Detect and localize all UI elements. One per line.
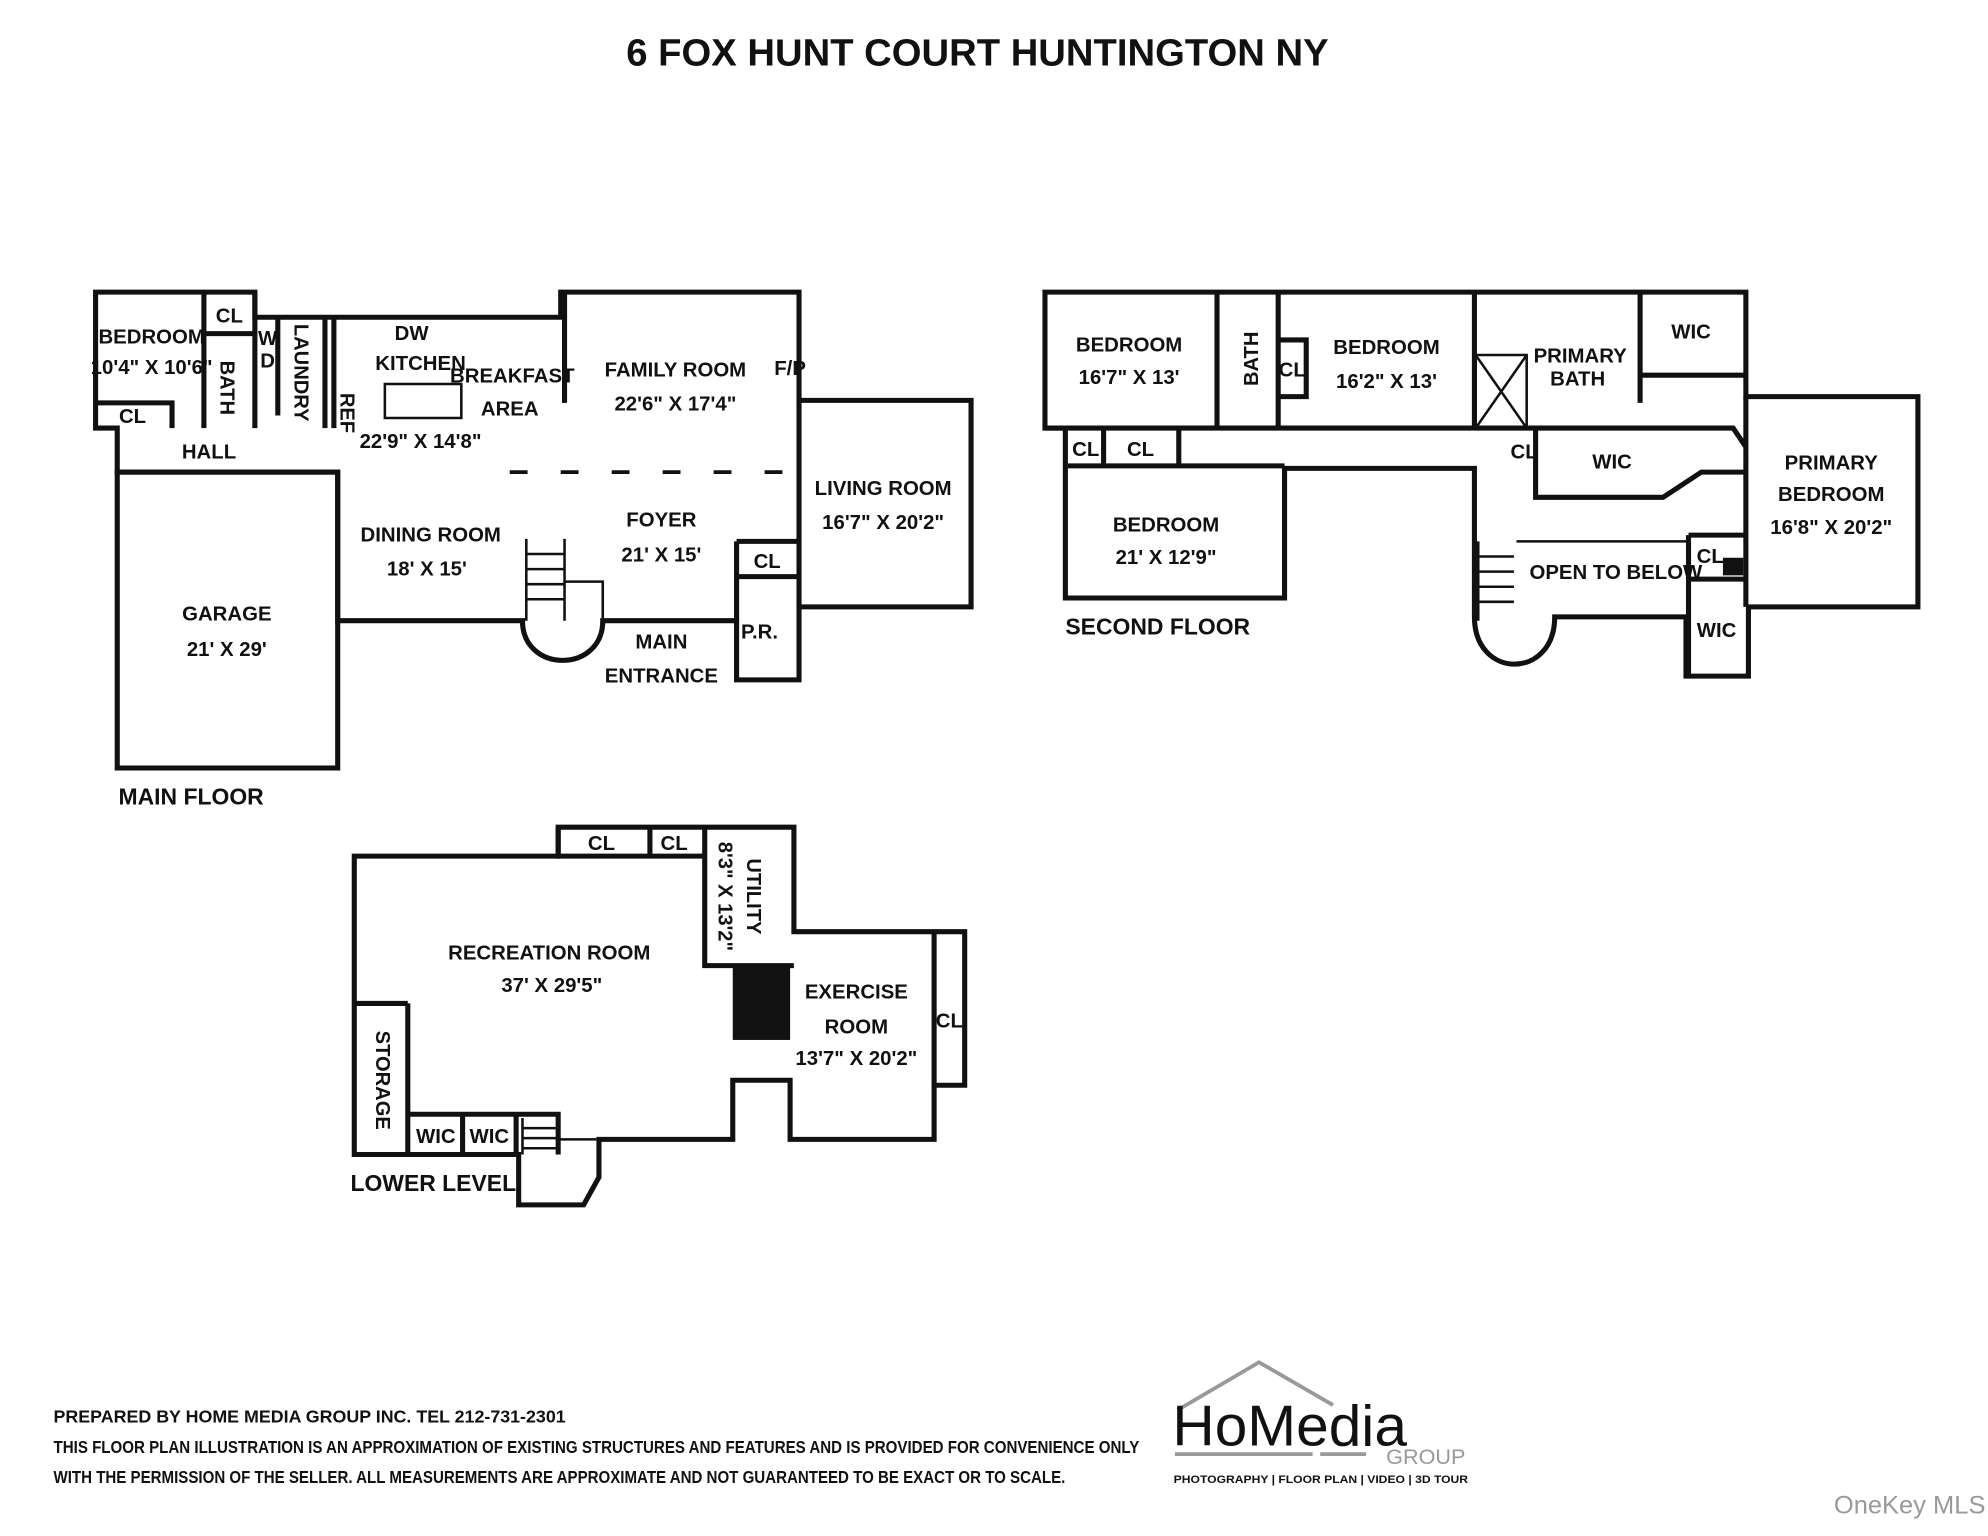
garage-walls — [114, 469, 341, 771]
room-name: BEDROOM — [1333, 337, 1439, 359]
closet-label: CL — [588, 833, 615, 855]
second-floor: BEDROOM 16'7" X 13' BEDROOM 16'2" X 13' … — [1042, 289, 1921, 679]
logo-text: HoMedia — [1172, 1394, 1407, 1459]
closet-label: CL — [754, 551, 781, 573]
closet-label: CL — [1511, 441, 1538, 463]
closet-label: CL — [216, 305, 243, 327]
disclaimer-text: THIS FLOOR PLAN ILLUSTRATION IS AN APPRO… — [54, 1437, 1140, 1457]
room-size: 21' X 12'9" — [1116, 547, 1217, 569]
open-to-below-label: OPEN TO BELOW — [1529, 562, 1703, 584]
logo-subtext: GROUP — [1386, 1445, 1465, 1469]
room-name: KITCHEN — [375, 353, 466, 375]
closet-label: CL — [661, 833, 688, 855]
homedia-logo: HoMedia GROUP PHOTOGRAPHY | FLOOR PLAN |… — [1172, 1360, 1468, 1486]
floor-label: LOWER LEVEL — [350, 1170, 516, 1196]
main-stairs-and-island — [383, 382, 605, 621]
main-floor-outline — [93, 289, 974, 683]
room-size: 16'2" X 13' — [1336, 371, 1437, 393]
disclaimer-text: WITH THE PERMISSION OF THE SELLER. ALL M… — [54, 1467, 1066, 1487]
room-name: EXERCISE — [805, 982, 908, 1004]
room-name: BEDROOM — [1778, 484, 1884, 506]
room-size: 22'9" X 14'8" — [360, 431, 482, 453]
room-size: BATH — [1550, 368, 1605, 390]
closet-label: CL — [1697, 546, 1724, 568]
logo-tagline: PHOTOGRAPHY | FLOOR PLAN | VIDEO | 3D TO… — [1174, 1474, 1468, 1486]
main-interior-walls — [95, 292, 802, 621]
closet-label: WIC — [416, 1126, 456, 1148]
chimney-block — [1722, 557, 1744, 576]
washer-label: W — [258, 328, 278, 350]
room-label: LAUNDRY — [289, 324, 311, 422]
closet-label: WIC — [1592, 451, 1632, 473]
room-name: BEDROOM — [98, 327, 204, 349]
dryer-label: D — [260, 351, 275, 373]
mls-watermark: OneKey MLS — [1834, 1491, 1986, 1519]
room-name: FOYER — [626, 509, 697, 531]
room-size: 10'4" X 10'6" — [91, 357, 213, 379]
closet-label: WIC — [1671, 322, 1711, 344]
room-label: BATH — [1241, 332, 1263, 386]
room-label: BATH — [215, 361, 237, 415]
closet-label: CL — [936, 1010, 963, 1032]
closet-label: CL — [119, 406, 146, 428]
room-label: HALL — [182, 441, 236, 463]
room-size: 37' X 29'5" — [501, 975, 602, 997]
room-name: LIVING ROOM — [815, 478, 952, 500]
room-name: DINING ROOM — [361, 524, 501, 546]
closet-label: WIC — [470, 1126, 510, 1148]
plan-title: 6 FOX HUNT COURT HUNTINGTON NY — [626, 33, 1328, 75]
prepared-by-text: PREPARED BY HOME MEDIA GROUP INC. TEL 21… — [54, 1407, 566, 1427]
room-size: 16'8" X 20'2" — [1770, 517, 1892, 539]
room-size: 21' X 29' — [187, 639, 267, 661]
room-label: STORAGE — [371, 1031, 393, 1130]
room-size: 21' X 15' — [621, 545, 701, 567]
room-size: 13'7" X 20'2" — [795, 1048, 917, 1070]
floor-label: SECOND FLOOR — [1065, 614, 1250, 640]
closet-label: CL — [1279, 360, 1306, 382]
room-name: ROOM — [825, 1017, 888, 1039]
room-size: 8'3" X 13'2" — [714, 842, 736, 951]
second-floor-outline — [1042, 289, 1921, 679]
second-interior-walls — [1044, 292, 1749, 677]
room-size: 16'7" X 13' — [1079, 367, 1180, 389]
room-name: RECREATION ROOM — [448, 942, 650, 964]
room-name: FAMILY ROOM — [605, 360, 747, 382]
lower-stairs — [521, 1118, 597, 1155]
main-floor: BEDROOM 10'4" X 10'6" KITCHEN 22'9" X 14… — [91, 289, 974, 810]
lower-interior-walls — [354, 827, 937, 1155]
fireplace-label: F/P — [774, 358, 806, 380]
room-size: ENTRANCE — [605, 665, 718, 687]
chimney-block — [732, 965, 791, 1040]
wic-hall-wall — [1533, 428, 1746, 500]
room-name: BREAKFAST — [450, 366, 575, 388]
closet-label: WIC — [1697, 620, 1737, 642]
room-size: 22'6" X 17'4" — [614, 394, 736, 416]
room-size: AREA — [481, 399, 539, 421]
floor-label: MAIN FLOOR — [119, 784, 264, 810]
room-size: 16'7" X 20'2" — [822, 512, 944, 534]
room-name: PRIMARY — [1785, 453, 1879, 475]
room-name: BEDROOM — [1076, 334, 1182, 356]
room-name: GARAGE — [182, 604, 271, 626]
room-name: PRIMARY — [1534, 346, 1628, 368]
room-name: UTILITY — [742, 858, 764, 935]
appliance-label: REF — [335, 393, 357, 433]
closet-label: CL — [1072, 439, 1099, 461]
second-stairs-and-shower — [1474, 353, 1689, 621]
room-size: 18' X 15' — [387, 558, 467, 580]
lower-level: RECREATION ROOM 37' X 29'5" UTILITY 8'3"… — [350, 824, 968, 1208]
closet-label: CL — [1127, 439, 1154, 461]
room-name: BEDROOM — [1113, 514, 1219, 536]
appliance-label: DW — [395, 323, 430, 345]
room-label: P.R. — [741, 621, 778, 643]
lower-level-outline — [351, 824, 968, 1208]
room-name: MAIN — [635, 631, 687, 653]
